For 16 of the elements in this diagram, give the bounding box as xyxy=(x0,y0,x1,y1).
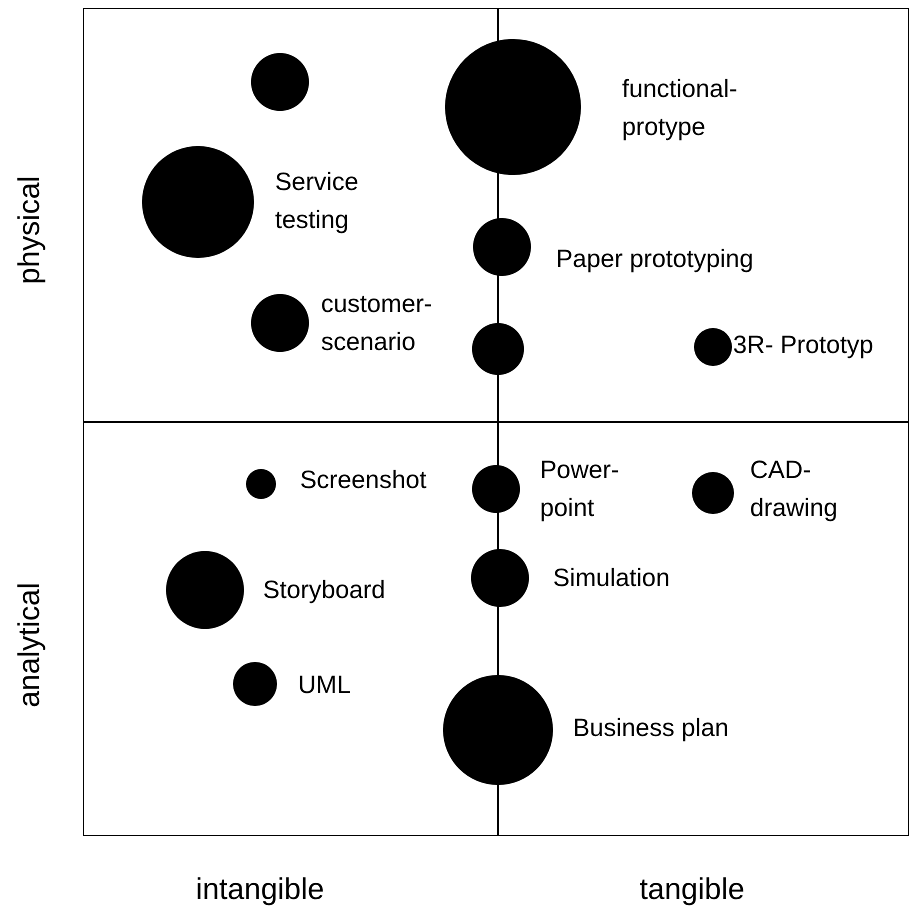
bubble-label: customer- scenario xyxy=(321,289,434,358)
bubble-label: UML xyxy=(298,670,351,701)
bubble-label: functional- protype xyxy=(622,74,738,143)
bubble-label: Screenshot xyxy=(300,465,426,496)
bubble-label: Power- point xyxy=(540,455,620,524)
bubble-label: Service testing xyxy=(275,167,360,236)
bubble-label: Business plan xyxy=(573,713,729,744)
bubble-label: Paper prototyping xyxy=(556,244,754,275)
bubble-label: Storyboard xyxy=(263,575,386,606)
axis-label: intangible xyxy=(196,873,324,907)
axis-label: tangible xyxy=(639,873,745,907)
axis-label: analytical xyxy=(13,582,47,708)
axis-label: physical xyxy=(13,176,47,284)
bubble-label: Simulation xyxy=(553,563,670,594)
bubble-label: CAD- drawing xyxy=(750,455,839,524)
bubble-label: 3R- Prototyp xyxy=(733,330,874,361)
